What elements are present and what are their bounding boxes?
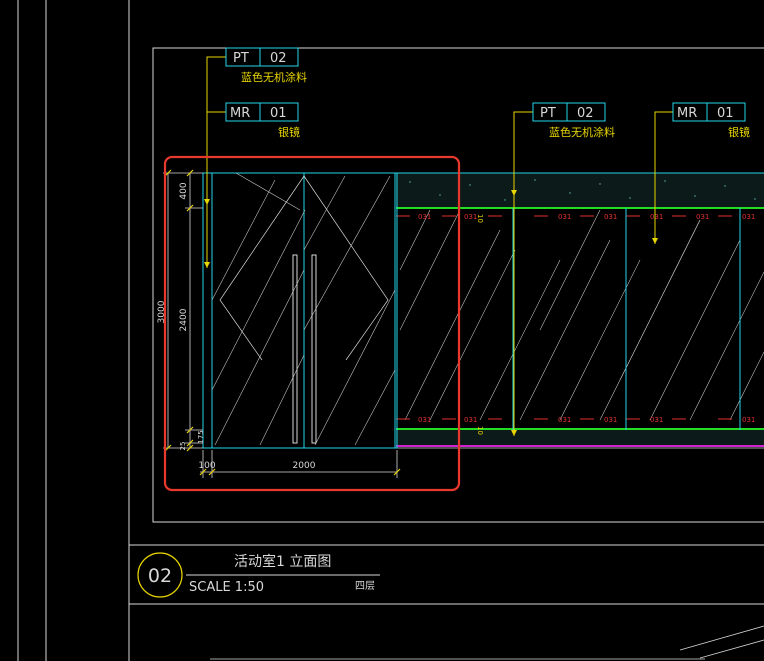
- drawing-scale: SCALE 1:50: [189, 580, 264, 595]
- callout-code: PT: [540, 106, 556, 121]
- svg-text:031: 031: [464, 213, 477, 221]
- leader-arrows: [204, 190, 658, 436]
- bottom-diagonal-1: [679, 625, 764, 651]
- svg-text:031: 031: [604, 213, 617, 221]
- material-callout-pt02-right[interactable]: PT 02 蓝色无机涂料: [532, 102, 615, 139]
- svg-text:031: 031: [742, 213, 755, 221]
- door-handle-left[interactable]: [292, 254, 298, 444]
- material-callout-mr01-left[interactable]: MR 01 银镜: [225, 102, 300, 139]
- bottom-diagonal-2: [699, 639, 764, 659]
- door-handle-right[interactable]: [311, 254, 317, 444]
- svg-text:031: 031: [650, 213, 663, 221]
- horizontal-dim-ticks: [199, 468, 401, 476]
- callout-code: PT: [233, 51, 249, 66]
- callout-description: 银镜: [728, 125, 750, 139]
- panel-hatching: [399, 209, 764, 421]
- rail-mark-lower: 10: [476, 426, 484, 435]
- door-leaf-left: [211, 172, 305, 449]
- callout-number: 01: [270, 106, 287, 121]
- callout-number: 02: [577, 106, 594, 121]
- dim-low-height-1: 175: [197, 430, 205, 443]
- callout-code: MR: [230, 106, 250, 121]
- drawing-title: 活动室1 立面图: [234, 553, 331, 570]
- door-glass-hatching: [211, 172, 396, 446]
- svg-text:031: 031: [604, 416, 617, 424]
- cornice-stipple: [409, 179, 756, 201]
- dim-low-height-2: 25: [179, 442, 187, 451]
- highlight-box[interactable]: [163, 155, 461, 492]
- dim-top-height: 400: [179, 182, 189, 199]
- horizontal-dimensions: [200, 450, 398, 478]
- callout-description: 银镜: [278, 125, 300, 139]
- door-jamb-right: [394, 172, 398, 449]
- material-callout-pt02-left[interactable]: PT 02 蓝色无机涂料: [225, 47, 307, 84]
- bottom-skirting-band: [396, 430, 764, 446]
- drawing-number: 02: [148, 565, 172, 587]
- svg-text:031: 031: [558, 416, 571, 424]
- vertical-dimensions: [163, 172, 203, 449]
- door-diamond: [219, 175, 389, 361]
- svg-text:031: 031: [696, 213, 709, 221]
- top-cornice-band: [396, 173, 764, 209]
- elevation-frame: [152, 47, 764, 523]
- leader-lines: [206, 56, 673, 436]
- svg-text:031: 031: [650, 416, 663, 424]
- rail-mark-upper: 10: [476, 214, 484, 223]
- dim-total-height: 3000: [157, 300, 167, 323]
- title-block[interactable]: 02 活动室1 立面图 SCALE 1:50 四层: [137, 552, 375, 598]
- svg-text:031: 031: [464, 416, 477, 424]
- rail-labels: 031 031 031 031 031 031 031 031 031 031 …: [418, 213, 755, 424]
- door-leaf-right: [303, 172, 396, 449]
- callout-description: 蓝色无机涂料: [549, 125, 615, 139]
- svg-text:031: 031: [742, 416, 755, 424]
- dim-left-width: 100: [198, 461, 215, 471]
- svg-text:031: 031: [418, 416, 431, 424]
- drawing-floor: 四层: [355, 580, 375, 592]
- drawing-number-circle: [137, 552, 183, 598]
- callout-code: MR: [677, 106, 697, 121]
- dim-middle-height: 2400: [179, 308, 189, 331]
- callout-number: 01: [717, 106, 734, 121]
- material-callout-mr01-right[interactable]: MR 01 银镜: [672, 102, 750, 139]
- dim-door-width: 2000: [293, 461, 316, 471]
- svg-text:031: 031: [558, 213, 571, 221]
- callout-number: 02: [270, 51, 287, 66]
- callout-description: 蓝色无机涂料: [241, 70, 307, 84]
- svg-text:031: 031: [418, 213, 431, 221]
